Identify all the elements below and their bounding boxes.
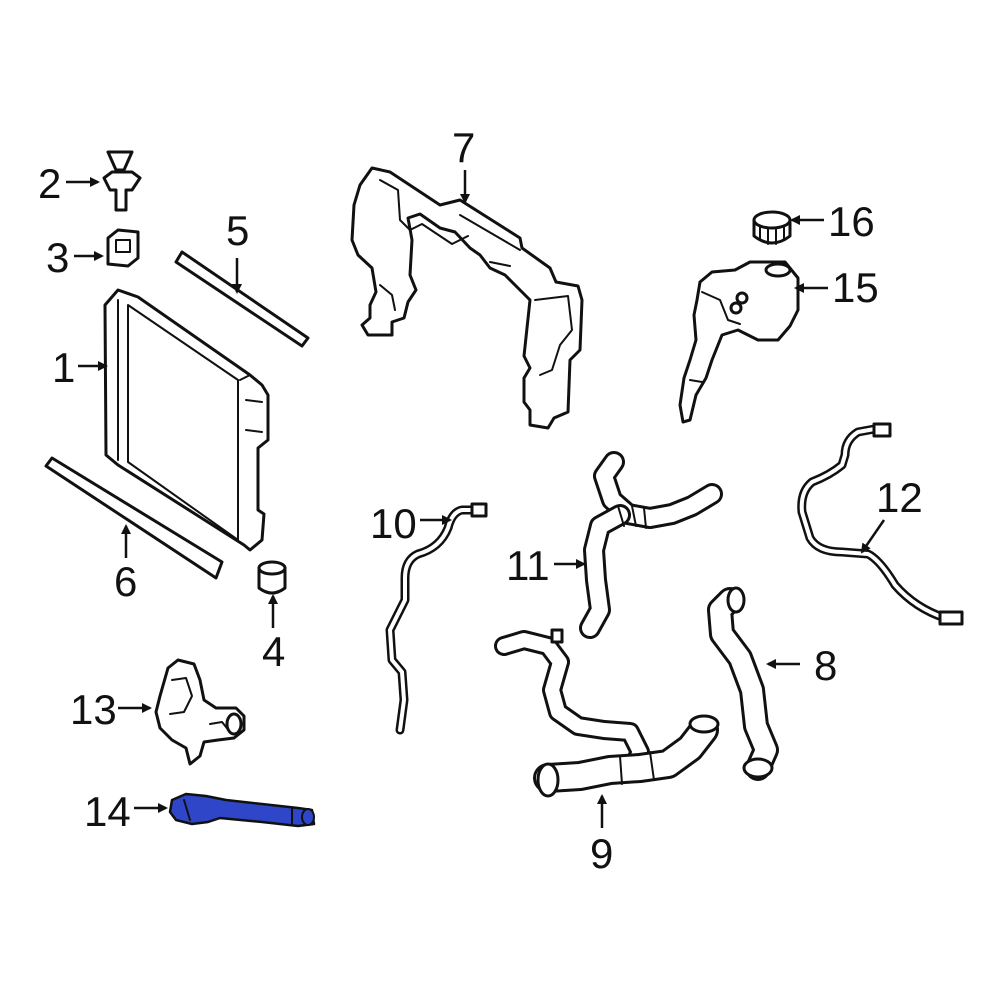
svg-text:11: 11 (506, 542, 550, 589)
upper-hose-part[interactable] (579, 451, 723, 639)
callout-9: 9 (590, 794, 613, 877)
callout-14: 14 (84, 788, 168, 835)
reservoir-cap-part[interactable] (752, 210, 792, 245)
lower-hose-part[interactable] (707, 586, 779, 781)
callout-7: 7 (452, 124, 475, 204)
thermostat-housing-part[interactable] (154, 658, 246, 766)
svg-text:5: 5 (226, 207, 249, 254)
callout-2: 2 (38, 160, 100, 207)
push-pin-part[interactable] (102, 150, 142, 212)
callout-5: 5 (226, 207, 249, 294)
upper-seal-part[interactable] (174, 250, 310, 348)
svg-text:3: 3 (46, 234, 69, 281)
svg-text:13: 13 (70, 686, 117, 733)
svg-text:10: 10 (370, 500, 417, 547)
svg-text:7: 7 (452, 124, 475, 171)
svg-text:15: 15 (832, 264, 879, 311)
callout-13: 13 (70, 686, 152, 733)
callout-16: 16 (790, 198, 875, 245)
svg-text:16: 16 (828, 198, 875, 245)
svg-text:4: 4 (262, 628, 285, 675)
svg-text:1: 1 (52, 344, 75, 391)
vent-line-part[interactable] (385, 502, 488, 735)
svg-text:14: 14 (84, 788, 131, 835)
callout-6: 6 (114, 524, 137, 605)
callout-4: 4 (262, 594, 285, 675)
lower-seal-part[interactable] (44, 456, 224, 580)
inlet-hose-part[interactable] (494, 628, 720, 798)
callout-10: 10 (370, 500, 452, 547)
air-duct-part[interactable] (350, 166, 584, 430)
svg-text:9: 9 (590, 830, 613, 877)
svg-text:6: 6 (114, 558, 137, 605)
svg-text:8: 8 (814, 642, 837, 689)
svg-text:12: 12 (876, 474, 923, 521)
upper-mount-part[interactable] (106, 228, 140, 268)
callout-8: 8 (766, 642, 837, 689)
lower-mount-part[interactable] (257, 560, 287, 595)
radiator-part[interactable] (103, 288, 270, 552)
callout-11: 11 (506, 542, 586, 589)
overflow-line-part[interactable] (797, 422, 964, 626)
callout-1: 1 (52, 344, 108, 391)
bypass-hose-part[interactable] (168, 792, 316, 828)
callout-3: 3 (46, 234, 104, 281)
svg-text:2: 2 (38, 160, 61, 207)
reservoir-part[interactable] (678, 260, 800, 424)
callout-15: 15 (794, 264, 879, 311)
callout-12: 12 (860, 474, 923, 554)
